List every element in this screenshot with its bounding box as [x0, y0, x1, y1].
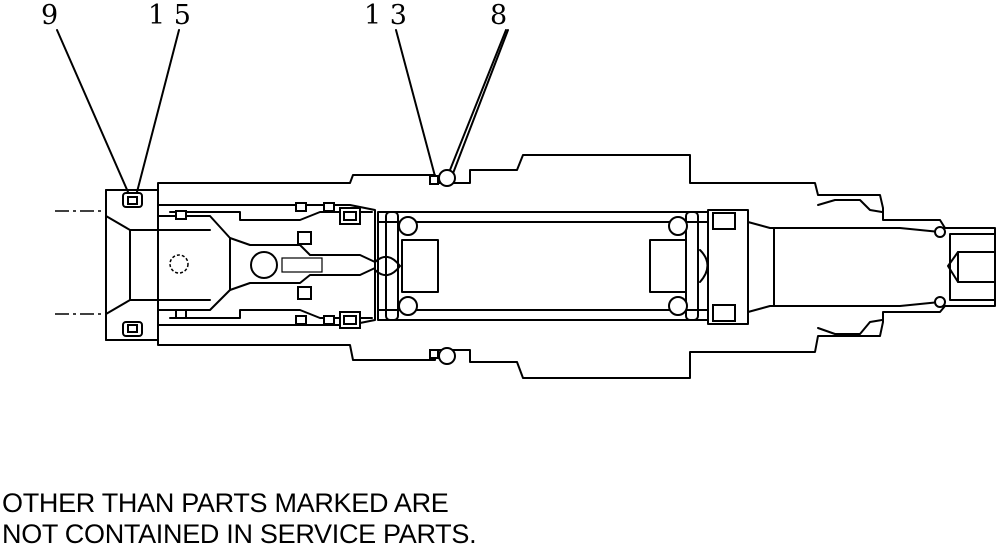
end-plug [105, 189, 231, 341]
callout-label-8: 8 [490, 0, 507, 31]
callout-label-9: 9 [41, 0, 58, 31]
service-note-line-1: OTHER THAN PARTS MARKED ARE [2, 488, 449, 518]
stem-assembly [707, 199, 996, 335]
valve-housing [105, 154, 996, 379]
leader-line-8 [447, 29, 507, 176]
callout-label-13: 1 3 [364, 0, 407, 31]
leader-lines [56, 29, 509, 193]
service-note-line-2: NOT CONTAINED IN SERVICE PARTS. [2, 519, 477, 549]
callout-label-15: 1 5 [148, 0, 191, 31]
o-rings [429, 169, 456, 365]
leader-line-13 [395, 29, 437, 181]
leader-line-9 [56, 29, 129, 193]
centerline-stubs [55, 210, 106, 315]
inner-sleeve [157, 202, 376, 329]
leader-line-15 [136, 29, 180, 193]
spring-chamber [374, 211, 709, 321]
